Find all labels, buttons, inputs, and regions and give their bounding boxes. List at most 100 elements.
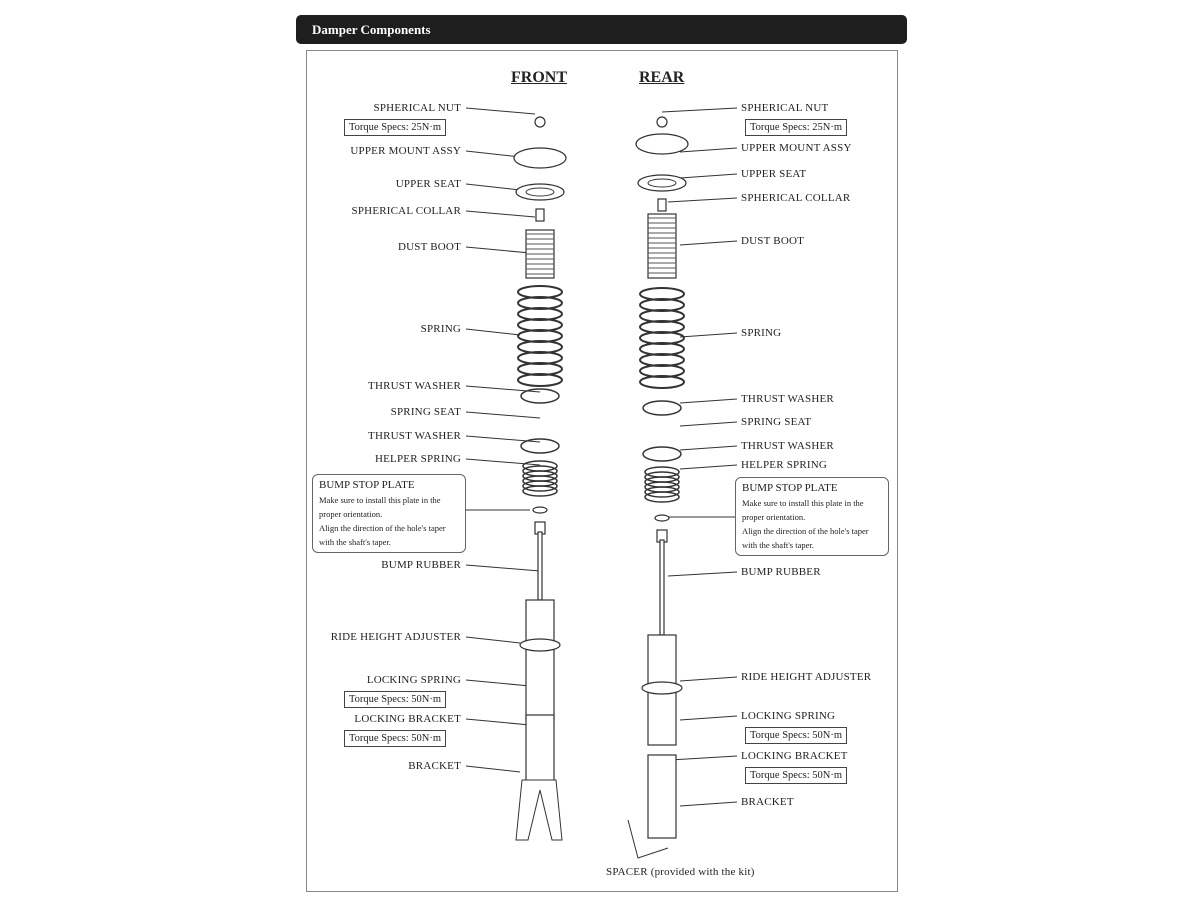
note-line-1: Make sure to install this plate in the p… bbox=[319, 495, 441, 519]
leader-line bbox=[679, 398, 738, 404]
rear-label: UPPER SEAT bbox=[741, 168, 807, 180]
leader-line bbox=[679, 147, 738, 153]
spherical-collar-icon bbox=[657, 198, 667, 212]
leader-line bbox=[679, 173, 738, 179]
front-label: BRACKET bbox=[408, 760, 461, 772]
front-bump-stop-note: BUMP STOP PLATE Make sure to install thi… bbox=[312, 474, 466, 553]
spherical-nut-icon bbox=[534, 116, 546, 128]
leader-line bbox=[679, 445, 738, 451]
leader-line bbox=[669, 755, 738, 761]
front-label: THRUST WASHER bbox=[368, 380, 461, 392]
shaft-icon bbox=[659, 539, 665, 636]
leader-line bbox=[679, 715, 738, 721]
rear-heading: REAR bbox=[639, 69, 685, 86]
leader-line bbox=[465, 183, 521, 191]
upper-seat-icon bbox=[637, 174, 687, 192]
leader-line bbox=[465, 246, 531, 254]
bracket-icon bbox=[647, 754, 677, 839]
leader-line bbox=[465, 679, 531, 687]
note-title: BUMP STOP PLATE bbox=[319, 479, 415, 491]
front-label: DUST BOOT bbox=[397, 241, 461, 253]
front-label: BUMP RUBBER bbox=[381, 559, 461, 571]
diagram-frame bbox=[306, 50, 898, 892]
rear-label: HELPER SPRING bbox=[741, 459, 828, 471]
rear-label: SPRING bbox=[741, 327, 782, 339]
ride-height-adjuster-icon bbox=[519, 638, 561, 652]
section-title: Damper Components bbox=[312, 22, 431, 37]
rear-label: LOCKING BRACKET bbox=[741, 750, 848, 762]
washer-icon bbox=[520, 438, 560, 454]
upper-seat-hole bbox=[647, 178, 677, 188]
front-label: LOCKING SPRING bbox=[366, 674, 461, 686]
rear-label: BRACKET bbox=[741, 796, 794, 808]
rear-bump-stop-note: BUMP STOP PLATE Make sure to install thi… bbox=[735, 477, 889, 556]
rear-torque-spec: Torque Specs: 25N·m bbox=[745, 119, 847, 136]
upper-seat-icon bbox=[515, 183, 565, 201]
upper-seat-hole bbox=[525, 187, 555, 197]
rear-label: THRUST WASHER bbox=[741, 393, 834, 405]
leader-line bbox=[679, 332, 738, 338]
leader-line bbox=[667, 197, 738, 203]
front-label: SPRING SEAT bbox=[390, 406, 461, 418]
leader-line bbox=[465, 435, 541, 443]
rear-label: UPPER MOUNT ASSY bbox=[741, 142, 852, 154]
rear-torque-spec: Torque Specs: 50N·m bbox=[745, 767, 847, 784]
leader-line bbox=[465, 328, 521, 336]
leader-line bbox=[661, 107, 738, 113]
leader-line bbox=[465, 636, 521, 644]
front-label: SPHERICAL NUT bbox=[373, 102, 461, 114]
front-heading: FRONT bbox=[511, 69, 567, 86]
note-line-1: Make sure to install this plate in the p… bbox=[742, 498, 864, 522]
rear-label: LOCKING SPRING bbox=[741, 710, 836, 722]
front-label: LOCKING BRACKET bbox=[354, 713, 461, 725]
ride-height-adjuster-icon bbox=[641, 681, 683, 695]
note-line-2: Align the direction of the hole's taper … bbox=[742, 526, 869, 550]
spacer-label: SPACER (provided with the kit) bbox=[606, 866, 755, 878]
bracket-icon bbox=[525, 714, 555, 791]
spacer-leader bbox=[627, 819, 669, 859]
leader-line bbox=[465, 210, 536, 218]
rear-label: SPRING SEAT bbox=[741, 416, 812, 428]
rear-label: SPHERICAL COLLAR bbox=[741, 192, 851, 204]
front-bracket-fork-icon bbox=[515, 779, 563, 841]
spherical-nut-icon bbox=[656, 116, 668, 128]
leader-line bbox=[465, 385, 541, 393]
rear-label: SPHERICAL NUT bbox=[741, 102, 829, 114]
leader-line bbox=[679, 801, 738, 807]
rear-label: BUMP RUBBER bbox=[741, 566, 821, 578]
helper-spring-coil bbox=[644, 486, 680, 498]
leader-line bbox=[667, 571, 738, 577]
rear-torque-spec: Torque Specs: 50N·m bbox=[745, 727, 847, 744]
leader-line bbox=[465, 411, 541, 419]
bump-stop-plate-icon bbox=[532, 506, 548, 514]
spring-coil bbox=[639, 375, 685, 389]
rear-label: RIDE HEIGHT ADJUSTER bbox=[741, 671, 872, 683]
front-label: UPPER SEAT bbox=[395, 178, 461, 190]
leader-line bbox=[465, 718, 531, 726]
front-torque-spec: Torque Specs: 50N·m bbox=[344, 730, 446, 747]
leader-line bbox=[679, 240, 738, 246]
rear-label: DUST BOOT bbox=[741, 235, 805, 247]
front-label: SPRING bbox=[420, 323, 461, 335]
dust-boot-icon bbox=[647, 213, 677, 279]
helper-spring-coil bbox=[522, 480, 558, 492]
section-header: Damper Components bbox=[296, 15, 907, 44]
bump-stop-plate-icon bbox=[654, 514, 670, 522]
front-label: RIDE HEIGHT ADJUSTER bbox=[330, 631, 461, 643]
leader-line bbox=[679, 464, 738, 470]
leader-line bbox=[465, 107, 536, 115]
rear-label: THRUST WASHER bbox=[741, 440, 834, 452]
note-title: BUMP STOP PLATE bbox=[742, 482, 838, 494]
washer-icon bbox=[520, 388, 560, 404]
front-torque-spec: Torque Specs: 25N·m bbox=[344, 119, 446, 136]
leader-line bbox=[465, 150, 521, 158]
leader-line bbox=[679, 676, 738, 682]
washer-icon bbox=[642, 400, 682, 416]
front-label: UPPER MOUNT ASSY bbox=[350, 145, 461, 157]
shaft-icon bbox=[537, 531, 543, 601]
front-label: SPHERICAL COLLAR bbox=[351, 205, 461, 217]
leader-line bbox=[465, 458, 541, 466]
upper-mount-icon bbox=[635, 133, 689, 155]
leader-line bbox=[679, 421, 738, 427]
spherical-collar-icon bbox=[535, 208, 545, 222]
